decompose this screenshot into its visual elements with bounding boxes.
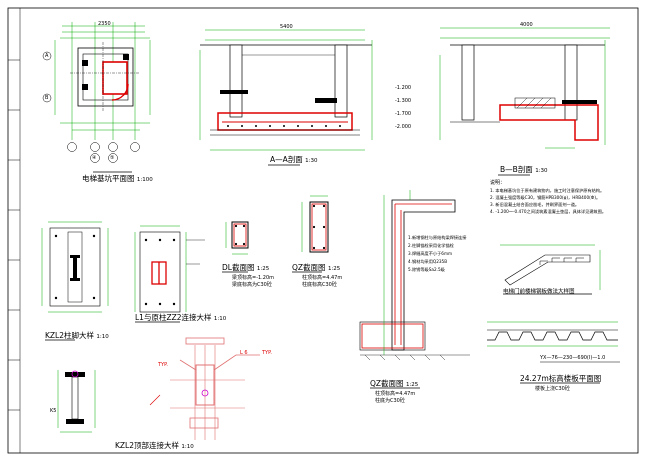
bb-top-dim: 4000 xyxy=(520,22,533,28)
section-aa-title: A—A剖面 1:30 xyxy=(270,155,318,165)
kzl2-base-detail xyxy=(57,370,96,433)
qz-large-title: QZ截面图 1:25 xyxy=(370,379,419,389)
section-note-4: 4.钢材均采用Q235B xyxy=(408,259,448,264)
qz-small-title: QZ截面图 1:25 xyxy=(292,263,341,273)
stair-title: 电梯门前楼梯钢板做法大样图 xyxy=(503,289,575,295)
deck-code: YX—76—230—690(I)—1.0 xyxy=(540,355,606,361)
kzl2-column-detail xyxy=(41,221,109,341)
elev-4: -2.000 xyxy=(395,124,412,130)
grid-b: B xyxy=(45,95,49,101)
qz-section-large xyxy=(359,190,470,389)
grid-4: ④ xyxy=(92,155,97,161)
dl-title: DL截面图 1:25 xyxy=(222,263,270,273)
dl-section xyxy=(222,221,249,273)
plan-top-dim: 2350 xyxy=(98,21,111,27)
aa-top-dim: 5400 xyxy=(280,24,293,30)
section-note-5: 5.除锈等级Sa2.5级 xyxy=(408,267,445,272)
qz-small-note-2: 柱底标高C30砼 xyxy=(302,282,337,288)
deck-title: 24.27m标高楼板平面图 xyxy=(520,374,602,383)
l1-title: L1与原柱ZZ2连接大样 1:10 xyxy=(135,313,227,323)
title-strip xyxy=(8,8,21,453)
elev-1: -1.200 xyxy=(395,85,412,91)
deck-note: 楼板上浇C30砼 xyxy=(535,386,570,392)
grid-5: ⑤ xyxy=(110,155,115,161)
kzl2-foot-title: KZL2柱脚大样 1:10 xyxy=(45,331,109,341)
section-note-3: 3.焊缝高度不小于6mm xyxy=(408,251,453,256)
l1-connection-detail xyxy=(134,225,205,323)
typ-callout-2: TYP. xyxy=(262,350,272,356)
elev-2: -1.300 xyxy=(395,98,412,104)
section-note-1: 1.新增钢柱与原结构梁焊接连接 xyxy=(408,235,467,240)
sheet-border xyxy=(7,7,639,454)
deck-profile xyxy=(487,321,620,384)
note-1: 1. 本电梯基坑位于原有建筑物内，施工时注意保护原有结构。 xyxy=(490,188,605,193)
qz-small-note-1: 柱顶标高=4.47m xyxy=(302,275,343,281)
l6-callout: L 6 xyxy=(240,350,248,356)
notes-title: 说明： xyxy=(490,180,506,186)
grid-a: A xyxy=(45,53,49,59)
kzl2-top-connection-detail xyxy=(149,337,260,440)
dl-note-2: 梁底标高为C30砼 xyxy=(232,282,272,288)
note-3: 3. 新旧混凝土结合面应凿毛，并刷界面剂一道。 xyxy=(490,202,580,207)
section-note-2: 2.柱脚锚栓采用化学锚栓 xyxy=(408,243,454,248)
typ-callout-1: TYP. xyxy=(158,362,168,368)
section-bb xyxy=(439,27,610,176)
qz-large-note-1: 柱顶标高=4.47m xyxy=(375,391,416,397)
note-4: 4. -1.200～-0.470之间浇筑素混凝土垫层，具体详见建筑图。 xyxy=(490,209,607,214)
stair-plate-detail xyxy=(500,244,601,295)
qz-section-small xyxy=(292,195,329,273)
elevator-pit-plan xyxy=(42,22,151,173)
qz-large-note-2: 柱底为C30砼 xyxy=(375,398,405,404)
note-2: 2. 混凝土强度等级C30，钢筋HPB300(φ)，HRB400(Ф)。 xyxy=(490,195,601,200)
dl-note-1: 梁顶标高=-1.20m xyxy=(232,275,274,281)
elev-3: -1.700 xyxy=(395,111,412,117)
plan-title: 电梯基坑平面图 1:100 xyxy=(82,174,153,184)
section-bb-title: B—B剖面 1:30 xyxy=(500,165,548,175)
section-aa xyxy=(199,29,373,166)
k5-callout: K5 xyxy=(50,408,57,414)
kzl2-top-title: KZL2顶部连接大样 1:10 xyxy=(115,441,194,451)
